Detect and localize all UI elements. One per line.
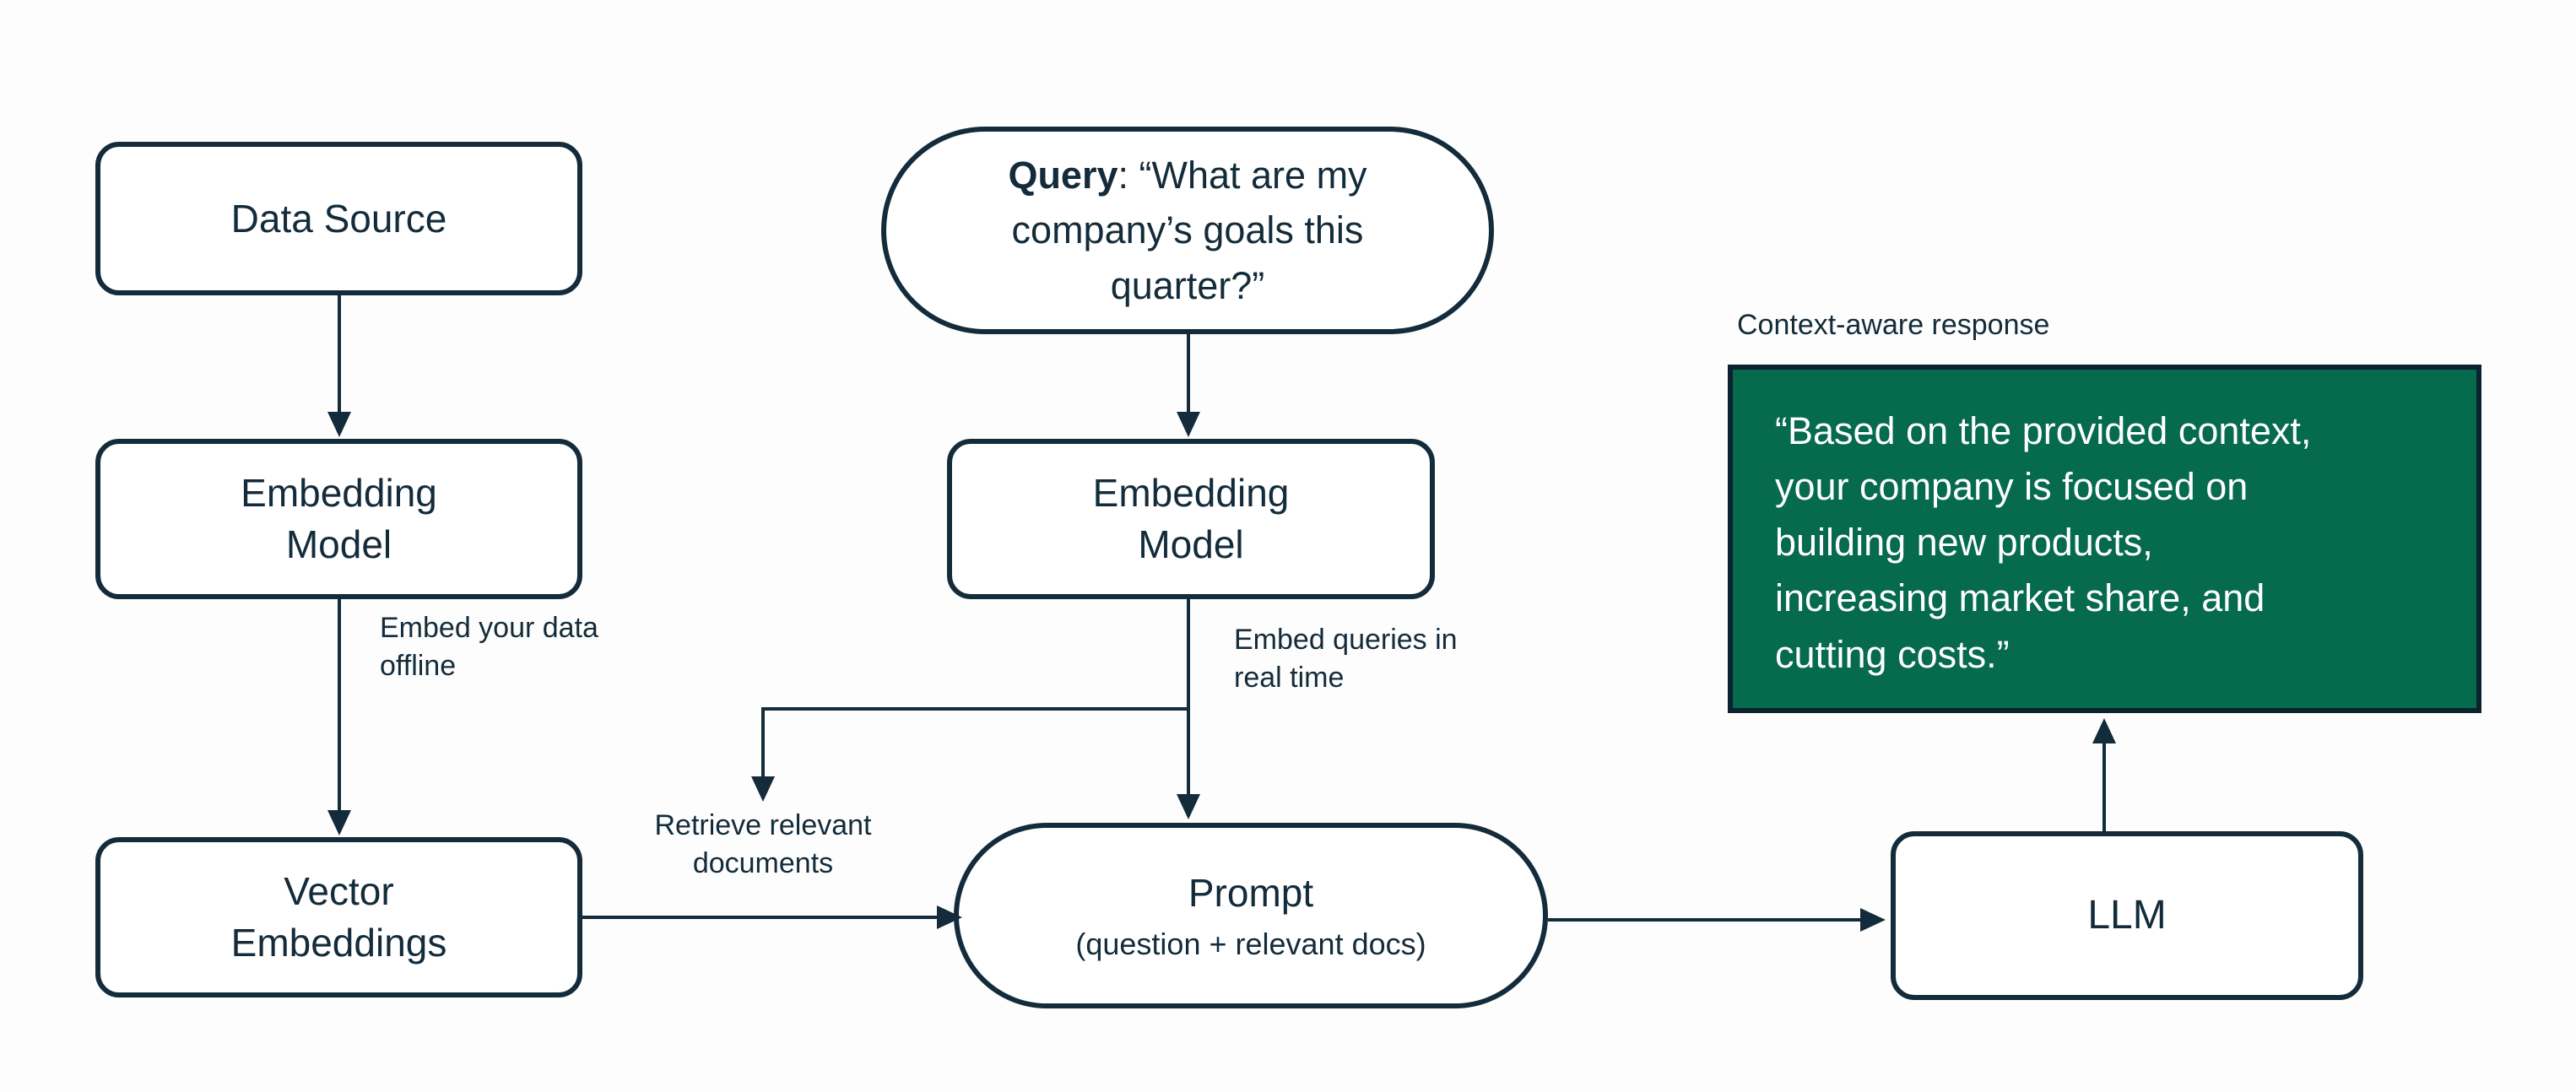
embedding-model-right-node: Embedding Model [947, 439, 1435, 599]
arrow-shaft [338, 599, 341, 812]
llm-label: LLM [2087, 893, 2167, 938]
embedding-model-right-label-line1: Embedding [1092, 471, 1290, 516]
response-line-5: cutting costs.” [1775, 632, 2010, 676]
embedding-model-right-label-line2: Model [1138, 522, 1244, 566]
query-line2: company’s goals this [1011, 208, 1364, 252]
retrieve-documents-label-line2: documents [692, 846, 834, 879]
embed-offline-label: Embed your data offline [380, 609, 598, 685]
prompt-node: Prompt (question + relevant docs) [954, 823, 1548, 1008]
prompt-subtitle: (question + relevant docs) [1075, 926, 1426, 961]
branch-shaft [761, 707, 1190, 711]
data-source-node: Data Source [95, 142, 582, 295]
response-caption: Context-aware response [1737, 309, 2050, 341]
response-line-1: “Based on the provided context, [1775, 409, 2312, 452]
arrow-shaft [1548, 918, 1862, 922]
embedding-model-left-label-line1: Embedding [241, 471, 437, 516]
embed-offline-label-line1: Embed your data [380, 612, 598, 644]
embed-realtime-label-line1: Embed queries in [1234, 624, 1458, 656]
prompt-title: Prompt [1188, 870, 1314, 915]
embed-realtime-label: Embed queries in real time [1234, 621, 1458, 697]
query-line1-rest: : “What are my [1118, 154, 1367, 197]
arrow-down-icon [327, 810, 351, 835]
arrow-shaft [1187, 599, 1190, 796]
arrow-up-icon [2092, 718, 2116, 743]
vector-embeddings-label-line2: Embeddings [230, 921, 447, 965]
query-line3: quarter?” [1110, 263, 1265, 307]
embed-offline-label-line2: offline [380, 649, 457, 682]
arrow-shaft [582, 916, 939, 919]
embed-realtime-label-line2: real time [1234, 661, 1345, 694]
response-line-4: increasing market share, and [1775, 576, 2265, 620]
arrow-down-icon [327, 412, 351, 437]
arrow-shaft [2102, 741, 2106, 831]
vector-embeddings-label-line1: Vector [284, 869, 394, 914]
retrieve-documents-label-line1: Retrieve relevant [654, 809, 872, 841]
llm-node: LLM [1891, 831, 2363, 1000]
query-bold-prefix: Query [1008, 154, 1118, 197]
arrow-right-icon [1860, 908, 1886, 932]
arrow-down-icon [1177, 412, 1200, 437]
response-box: “Based on the provided context, your com… [1728, 365, 2481, 713]
vector-embeddings-node: Vector Embeddings [95, 837, 582, 997]
arrow-right-icon [937, 905, 962, 929]
arrow-down-icon [1177, 794, 1200, 819]
retrieve-documents-label: Retrieve relevant documents [594, 807, 932, 883]
query-node: Query: “What are my company’s goals this… [881, 127, 1494, 334]
arrow-shaft [338, 295, 341, 414]
response-line-2: your company is focused on [1775, 465, 2249, 509]
arrow-shaft [1187, 334, 1190, 414]
data-source-label: Data Source [230, 196, 447, 241]
response-line-3: building new products, [1775, 521, 2153, 565]
embedding-model-left-node: Embedding Model [95, 439, 582, 599]
arrow-down-icon [751, 776, 775, 802]
branch-shaft [761, 707, 765, 778]
query-line1: Query: “What are my [1008, 148, 1366, 203]
embedding-model-left-label-line2: Model [285, 522, 392, 566]
